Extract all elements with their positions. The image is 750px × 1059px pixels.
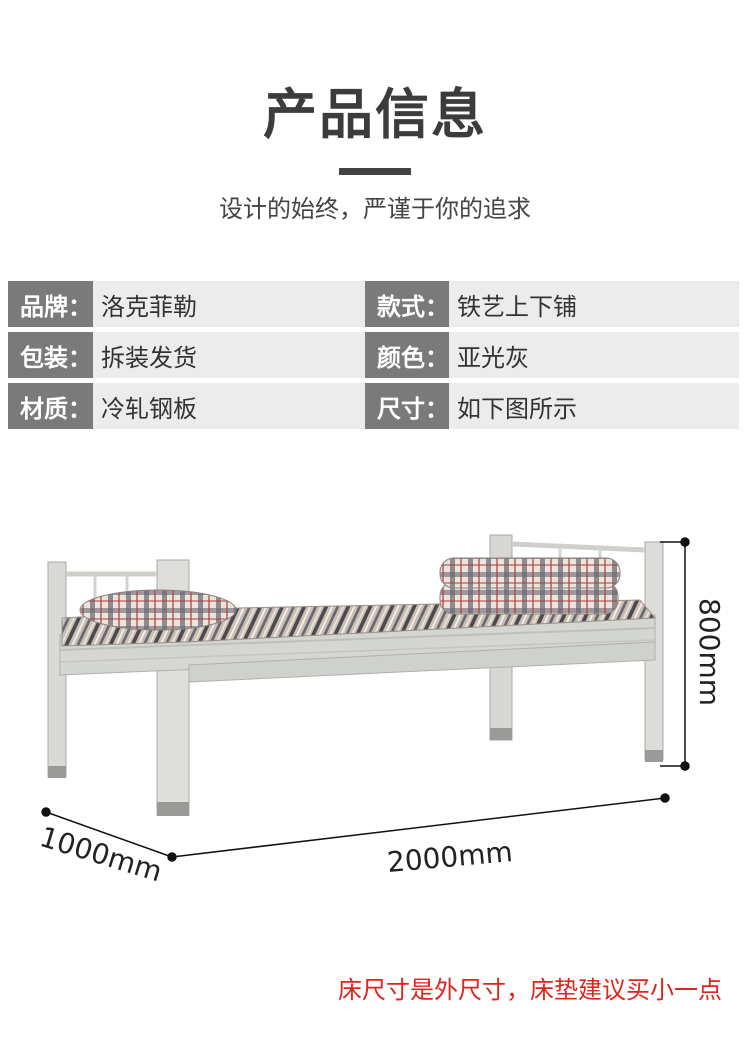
spec-row: 包装： 拆装发货 颜色： 亚光灰	[8, 332, 739, 378]
spec-value: 拆装发货	[93, 332, 365, 378]
length-dimension	[171, 793, 670, 858]
pillow	[79, 589, 237, 631]
page-subtitle: 设计的始终，严谨于你的追求	[219, 195, 531, 223]
spec-cell-brand: 品牌： 洛克菲勒	[8, 281, 365, 327]
spec-cell-style: 款式： 铁艺上下铺	[365, 281, 739, 327]
spec-label: 颜色：	[365, 332, 449, 378]
spec-value: 洛克菲勒	[93, 281, 365, 327]
spec-row: 材质： 冷轧钢板 尺寸： 如下图所示	[8, 383, 739, 429]
spec-value: 冷轧钢板	[93, 383, 365, 429]
page-title: 产品信息	[263, 83, 487, 146]
spec-table: 品牌： 洛克菲勒 款式： 铁艺上下铺 包装： 拆装发货 颜色： 亚光灰 材质： …	[8, 281, 739, 434]
spec-cell-package: 包装： 拆装发货	[8, 332, 365, 378]
folded-quilt	[439, 557, 621, 615]
spec-label: 款式：	[365, 281, 449, 327]
height-label: 800mm	[693, 598, 726, 706]
spec-label: 品牌：	[8, 281, 93, 327]
spec-label: 材质：	[8, 383, 93, 429]
title-underline	[339, 168, 411, 175]
spec-cell-material: 材质： 冷轧钢板	[8, 383, 365, 429]
spec-row: 品牌： 洛克菲勒 款式： 铁艺上下铺	[8, 281, 739, 327]
length-label: 2000mm	[386, 835, 514, 879]
spec-value: 铁艺上下铺	[449, 281, 739, 327]
width-label: 1000mm	[36, 820, 166, 888]
size-note: 床尺寸是外尺寸，床垫建议买小一点	[338, 976, 722, 1004]
spec-cell-color: 颜色： 亚光灰	[365, 332, 739, 378]
height-dimension	[660, 537, 690, 771]
spec-cell-size: 尺寸： 如下图所示	[365, 383, 739, 429]
bed-dimension-diagram: 800mm 1000mm 2000mm	[36, 534, 726, 888]
spec-value: 亚光灰	[449, 332, 739, 378]
spec-value: 如下图所示	[449, 383, 739, 429]
spec-label: 包装：	[8, 332, 93, 378]
spec-label: 尺寸：	[365, 383, 449, 429]
